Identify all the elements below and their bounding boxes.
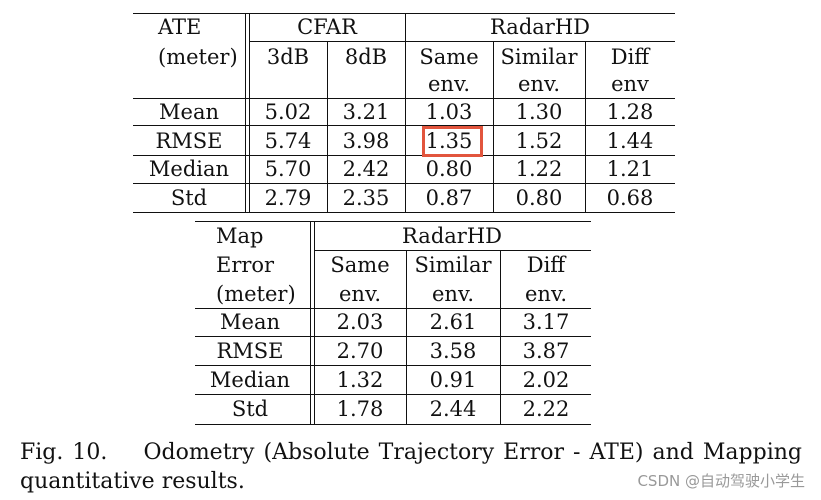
table1-cell: 2.42 bbox=[342, 157, 390, 181]
table1-cell: 1.28 bbox=[606, 100, 654, 124]
table1-group-radarhd: RadarHD bbox=[490, 15, 590, 39]
table1-cell: 2.79 bbox=[264, 186, 312, 210]
table1-vrule bbox=[405, 13, 406, 212]
table1-cell: 1.30 bbox=[515, 100, 563, 124]
table1-cell: 2.35 bbox=[342, 186, 390, 210]
table1-bottom-rule bbox=[133, 212, 675, 213]
table1-cell: 0.80 bbox=[515, 186, 563, 210]
table1-row-label: RMSE bbox=[155, 129, 223, 153]
table1-cell: 3.98 bbox=[342, 129, 390, 153]
table2-cell: 0.91 bbox=[429, 368, 477, 392]
table1-header-rule bbox=[133, 98, 675, 99]
table1-col-header: Similar bbox=[500, 45, 578, 69]
table1-row-rule bbox=[133, 183, 675, 184]
table1-col-header: env. bbox=[428, 72, 470, 96]
table1-vrule bbox=[327, 41, 328, 212]
table2-cell: 1.78 bbox=[336, 397, 384, 421]
table2-vrule bbox=[406, 250, 407, 424]
table1-cell: 0.87 bbox=[425, 186, 473, 210]
table2-col-header: Same bbox=[330, 253, 390, 277]
table2-corner-line: Map bbox=[216, 224, 264, 248]
table2-cell: 2.44 bbox=[429, 397, 477, 421]
table1-group-rule bbox=[250, 41, 675, 42]
table2-double-vrule bbox=[314, 221, 315, 424]
table1-double-vrule bbox=[245, 13, 246, 212]
table2-cell: 2.02 bbox=[522, 368, 570, 392]
table1-cell: 1.03 bbox=[425, 100, 473, 124]
figure-number: Fig. 10. bbox=[20, 440, 108, 465]
table2-corner-line: (meter) bbox=[216, 282, 296, 306]
table2-cell: 2.22 bbox=[522, 397, 570, 421]
table1-cell: 1.44 bbox=[606, 129, 654, 153]
table2-row-label: Std bbox=[231, 397, 269, 421]
table1-cell: 0.68 bbox=[606, 186, 654, 210]
table2-top-rule bbox=[195, 221, 591, 222]
table1-col-header: env. bbox=[518, 72, 560, 96]
watermark: CSDN @自动驾驶小学生 bbox=[637, 472, 805, 490]
table1-corner-line: ATE bbox=[158, 15, 202, 39]
table2-row-label: Median bbox=[209, 368, 291, 392]
figure-caption: Fig. 10. Odometry (Absolute Trajectory E… bbox=[20, 438, 802, 496]
table2-cell: 3.87 bbox=[522, 339, 570, 363]
table1-row-rule bbox=[133, 125, 675, 126]
table1-cell: 5.02 bbox=[264, 100, 312, 124]
table1-row-label: Median bbox=[148, 157, 230, 181]
table2-bottom-rule bbox=[195, 424, 591, 425]
table1-cell-highlighted: 1.35 bbox=[425, 129, 473, 153]
caption-text: Odometry (Absolute Trajectory Error - AT… bbox=[20, 440, 802, 494]
table2-cell: 3.58 bbox=[429, 339, 477, 363]
table1-vrule bbox=[585, 41, 586, 212]
table2-col-header: env. bbox=[432, 282, 474, 306]
table2-cell: 1.32 bbox=[336, 368, 384, 392]
table2-row-rule bbox=[195, 336, 591, 337]
table1-row-label: Mean bbox=[159, 100, 219, 124]
table2-header-rule bbox=[195, 308, 591, 309]
table2-row-label: RMSE bbox=[216, 339, 284, 363]
table1-col-header: Diff bbox=[610, 45, 650, 69]
table2-col-header: env. bbox=[339, 282, 381, 306]
highlight-box bbox=[422, 126, 483, 157]
table1-group-cfar: CFAR bbox=[297, 15, 357, 39]
table1-row-label: Std bbox=[170, 186, 208, 210]
table2-corner-line: Error bbox=[216, 253, 275, 277]
table2-double-vrule bbox=[310, 221, 311, 424]
table1-cell: 1.21 bbox=[606, 157, 654, 181]
table2-cell: 2.70 bbox=[336, 339, 384, 363]
table1-col-header: 3dB bbox=[266, 45, 310, 69]
table1-col-header: 8dB bbox=[344, 45, 388, 69]
table1-col-header: env bbox=[611, 72, 649, 96]
table1-cell: 3.21 bbox=[342, 100, 390, 124]
table2-group-radarhd: RadarHD bbox=[402, 224, 502, 248]
table2-col-header: Diff bbox=[526, 253, 566, 277]
table2-group-rule bbox=[315, 250, 591, 251]
table2-row-rule bbox=[195, 365, 591, 366]
table2-cell: 3.17 bbox=[522, 310, 570, 334]
table1-vrule bbox=[493, 41, 494, 212]
table1-double-vrule bbox=[249, 13, 250, 212]
table1-cell: 1.52 bbox=[515, 129, 563, 153]
table1-top-rule bbox=[133, 13, 675, 14]
table1-cell: 0.80 bbox=[425, 157, 473, 181]
table1-col-header: Same bbox=[419, 45, 479, 69]
table1-cell: 5.70 bbox=[264, 157, 312, 181]
table2-cell: 2.61 bbox=[429, 310, 477, 334]
table2-row-label: Mean bbox=[220, 310, 280, 334]
table2-col-header: env. bbox=[525, 282, 567, 306]
table2-cell: 2.03 bbox=[336, 310, 384, 334]
table1-corner-line: (meter) bbox=[158, 45, 238, 69]
table1-cell: 5.74 bbox=[264, 129, 312, 153]
table1-cell: 1.22 bbox=[515, 157, 563, 181]
table2-row-rule bbox=[195, 394, 591, 395]
table2-vrule bbox=[500, 250, 501, 424]
table1-row-rule bbox=[133, 155, 675, 156]
table2-col-header: Similar bbox=[414, 253, 492, 277]
